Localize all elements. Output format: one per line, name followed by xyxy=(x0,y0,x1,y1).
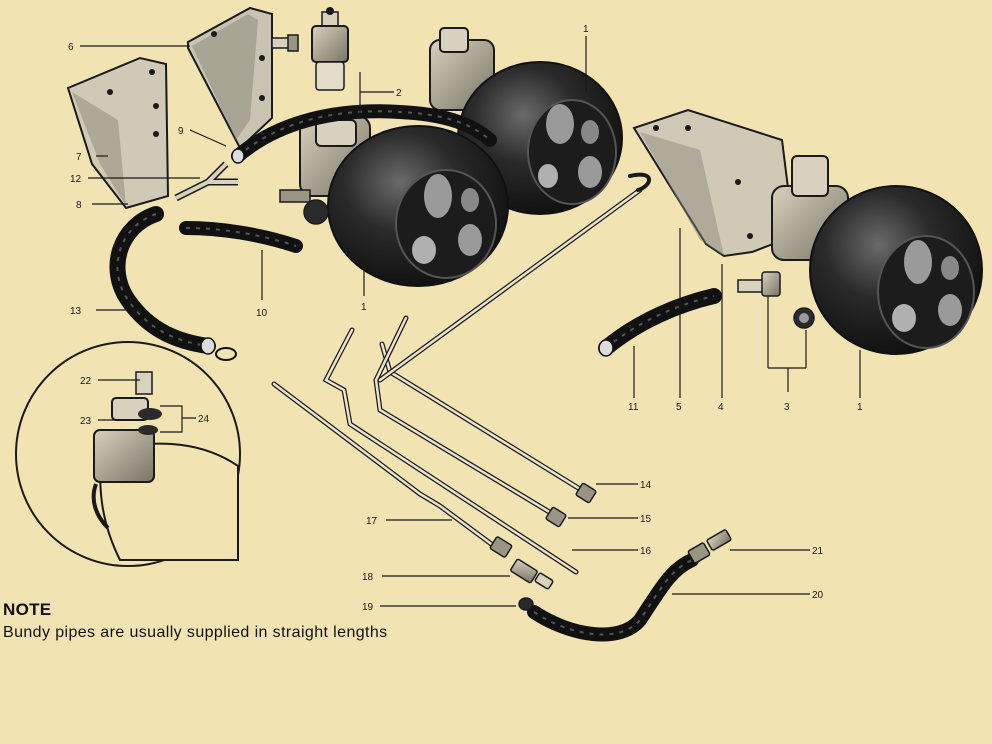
hose-10 xyxy=(179,221,303,253)
callout-24: 24 xyxy=(198,414,210,425)
bundy-pipe-17 xyxy=(271,381,497,549)
note-title: NOTE xyxy=(3,600,52,619)
pipe-nut-15 xyxy=(545,506,567,528)
callout-4: 4 xyxy=(718,402,724,413)
adaptor-21 xyxy=(687,529,732,564)
leader-lines xyxy=(80,36,861,607)
callout-17: 17 xyxy=(366,516,378,527)
fuel-pump-right xyxy=(771,155,983,355)
callout-6: 6 xyxy=(68,42,74,53)
callout-19: 19 xyxy=(362,602,374,613)
bracket-6 xyxy=(187,6,299,150)
callout-16: 16 xyxy=(640,546,652,557)
union-3 xyxy=(737,271,815,329)
bundy-pipe-16 xyxy=(322,327,579,575)
fuel-pump-upper xyxy=(429,27,623,215)
note-block: NOTE Bundy pipes are usually supplied in… xyxy=(3,600,388,642)
callout-1-left: 1 xyxy=(361,302,367,313)
fuel-filter xyxy=(311,7,349,91)
callout-9: 9 xyxy=(178,126,184,137)
olive-19 xyxy=(518,597,534,611)
callout-23: 23 xyxy=(80,416,92,427)
callout-10: 10 xyxy=(256,308,268,319)
callout-labels: 6 1 2 9 7 12 8 10 1 13 11 5 4 3 1 22 23 … xyxy=(68,24,863,613)
callout-1-right: 1 xyxy=(857,402,863,413)
hose-11 xyxy=(598,288,722,357)
fuel-pump-left xyxy=(279,115,509,287)
callout-20: 20 xyxy=(812,590,824,601)
callout-18: 18 xyxy=(362,572,374,583)
detail-inset xyxy=(15,341,241,567)
callout-12: 12 xyxy=(70,174,82,185)
callout-21: 21 xyxy=(812,546,824,557)
callout-8: 8 xyxy=(76,200,82,211)
bracket-5-4 xyxy=(632,108,796,258)
callout-15: 15 xyxy=(640,514,652,525)
callout-3: 3 xyxy=(784,402,790,413)
note-text: Bundy pipes are usually supplied in stra… xyxy=(3,624,388,641)
callout-13: 13 xyxy=(70,306,82,317)
callout-1-upper: 1 xyxy=(583,24,589,35)
bracket-7 xyxy=(66,56,170,210)
callout-22: 22 xyxy=(80,376,92,387)
callout-5: 5 xyxy=(676,402,682,413)
hose-13 xyxy=(109,206,237,361)
pipe-nut-14 xyxy=(575,482,597,504)
callout-2: 2 xyxy=(396,88,402,99)
bundy-pipe-15 xyxy=(373,172,651,519)
hose-9 xyxy=(231,104,497,164)
adaptor-18 xyxy=(489,536,554,590)
callout-14: 14 xyxy=(640,480,652,491)
hose-20 xyxy=(527,553,699,642)
callout-7: 7 xyxy=(76,152,82,163)
callout-11: 11 xyxy=(628,402,639,413)
y-connector-12 xyxy=(174,161,238,202)
